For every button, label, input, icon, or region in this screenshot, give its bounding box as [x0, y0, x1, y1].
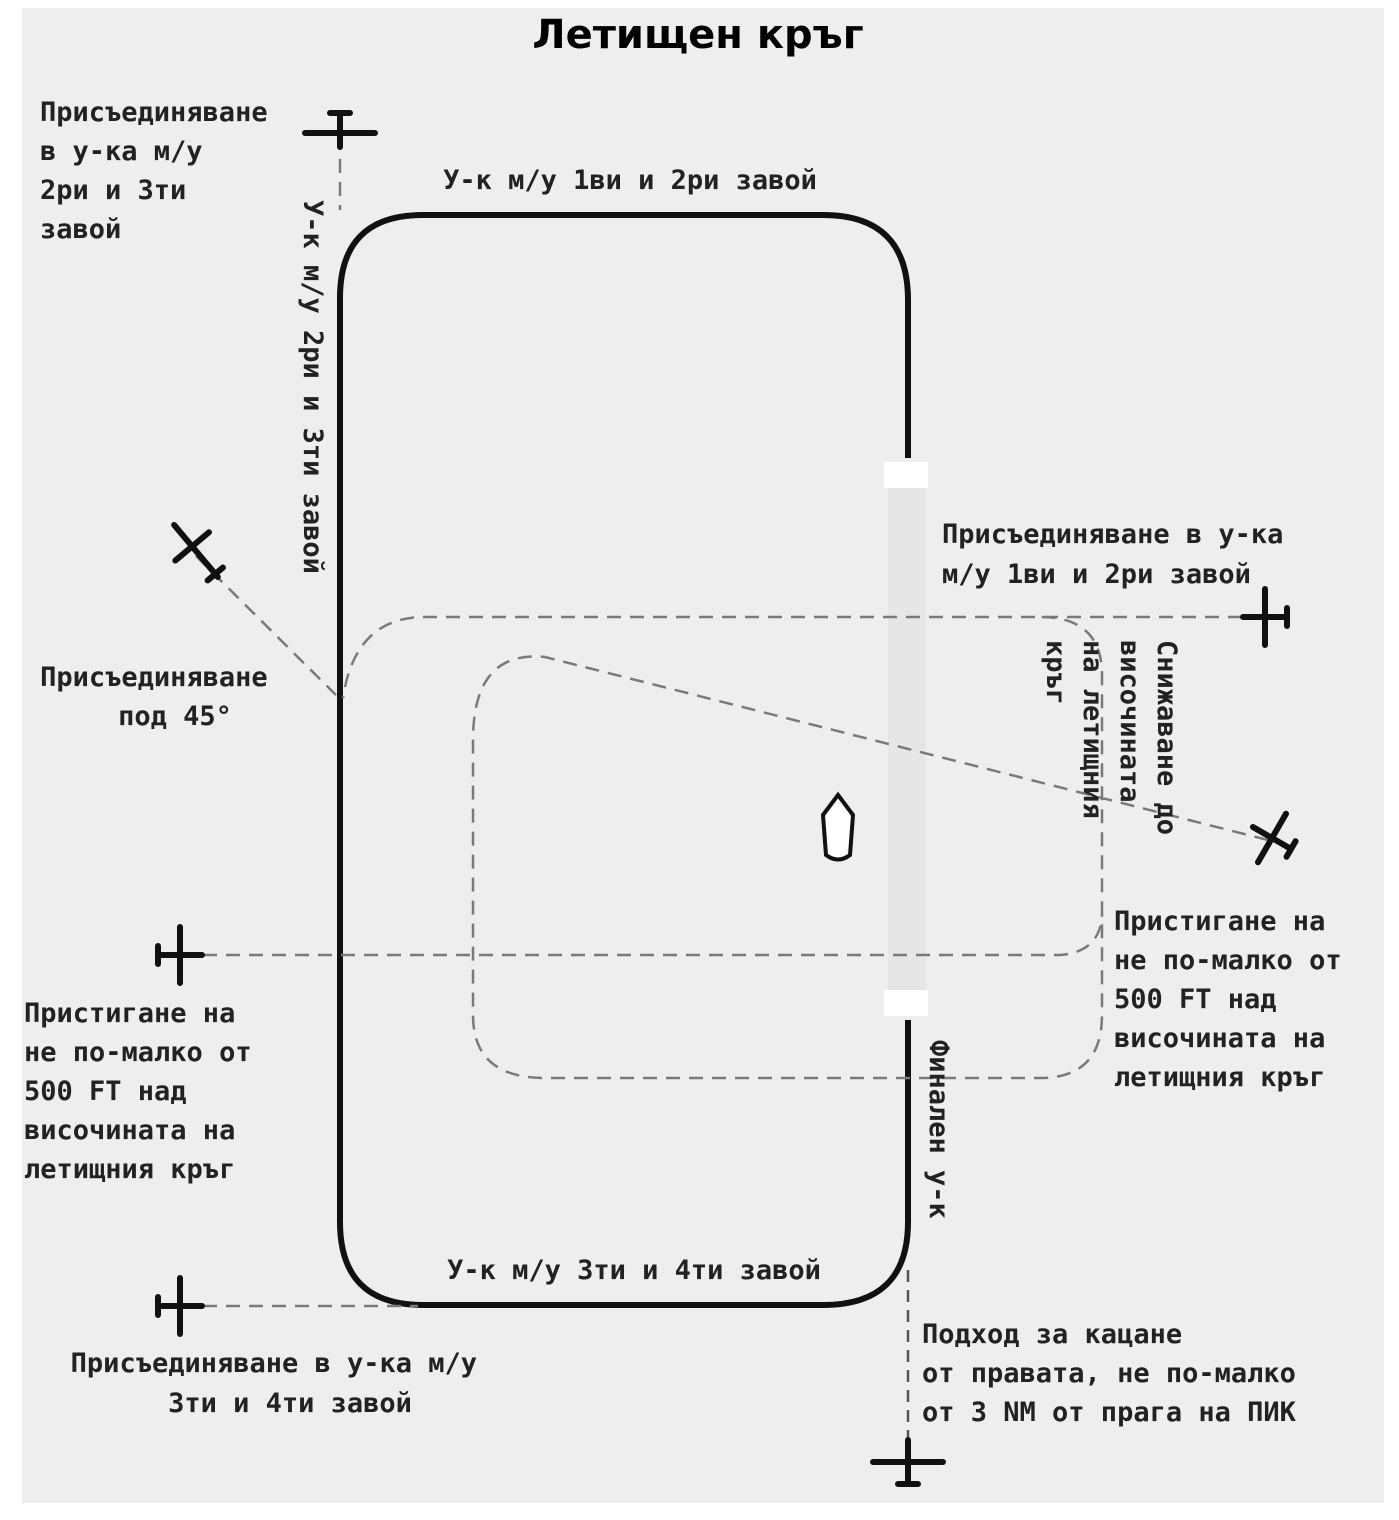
airplane-icon	[1240, 586, 1290, 648]
label-downwind-leg: У-к м/у 2ри и 3ти завой	[297, 200, 328, 574]
diagram-panel	[22, 8, 1384, 1503]
label-arrive-left: Пристигане на не по-малко от 500 FT над …	[24, 998, 268, 1185]
join-paths	[180, 113, 1269, 1460]
airplane-icon	[155, 924, 205, 986]
traffic-circuit-path	[337, 212, 911, 1308]
dashed-join-crosswind	[341, 615, 1265, 699]
label-final-leg: Финален у-к	[923, 1040, 954, 1219]
label-arrive-right: Пристигане на не по-малко от 500 FT над …	[1114, 906, 1358, 1093]
label-upwind-leg: У-к м/у 1ви и 2ри завой	[443, 165, 817, 196]
airplane-icon	[870, 1437, 946, 1487]
dashed-descend-path	[471, 615, 1269, 1080]
airplane-icon	[1249, 810, 1299, 866]
runway-threshold-top	[884, 462, 928, 488]
airplane-icon	[302, 110, 378, 150]
label-join-crosswind: Присъединяване в у-ка м/у 1ви и 2ри заво…	[942, 519, 1300, 590]
label-approach: Подход за кацане от правата, не по-малко…	[922, 1319, 1312, 1428]
airplane-icon	[171, 521, 226, 584]
label-base-leg: У-к м/у 3ти и 4ти завой	[447, 1255, 821, 1286]
label-join-downwind: Присъединяване в у-ка м/у 2ри и 3ти заво…	[40, 97, 284, 245]
diagram-title: Летищен кръг	[532, 12, 863, 58]
dashed-arrive-left	[180, 914, 1104, 957]
runway-threshold-bottom	[884, 990, 928, 1016]
label-join-45: Присъединяване под 45°	[40, 662, 284, 732]
airplane-icon	[155, 1275, 205, 1337]
label-descend: Снижаване до височината на летищния кръг	[1040, 640, 1182, 851]
runway	[884, 462, 928, 1016]
windsock-icon	[820, 791, 856, 862]
label-join-base: Присъединяване в у-ка м/у 3ти и 4ти заво…	[71, 1348, 494, 1419]
